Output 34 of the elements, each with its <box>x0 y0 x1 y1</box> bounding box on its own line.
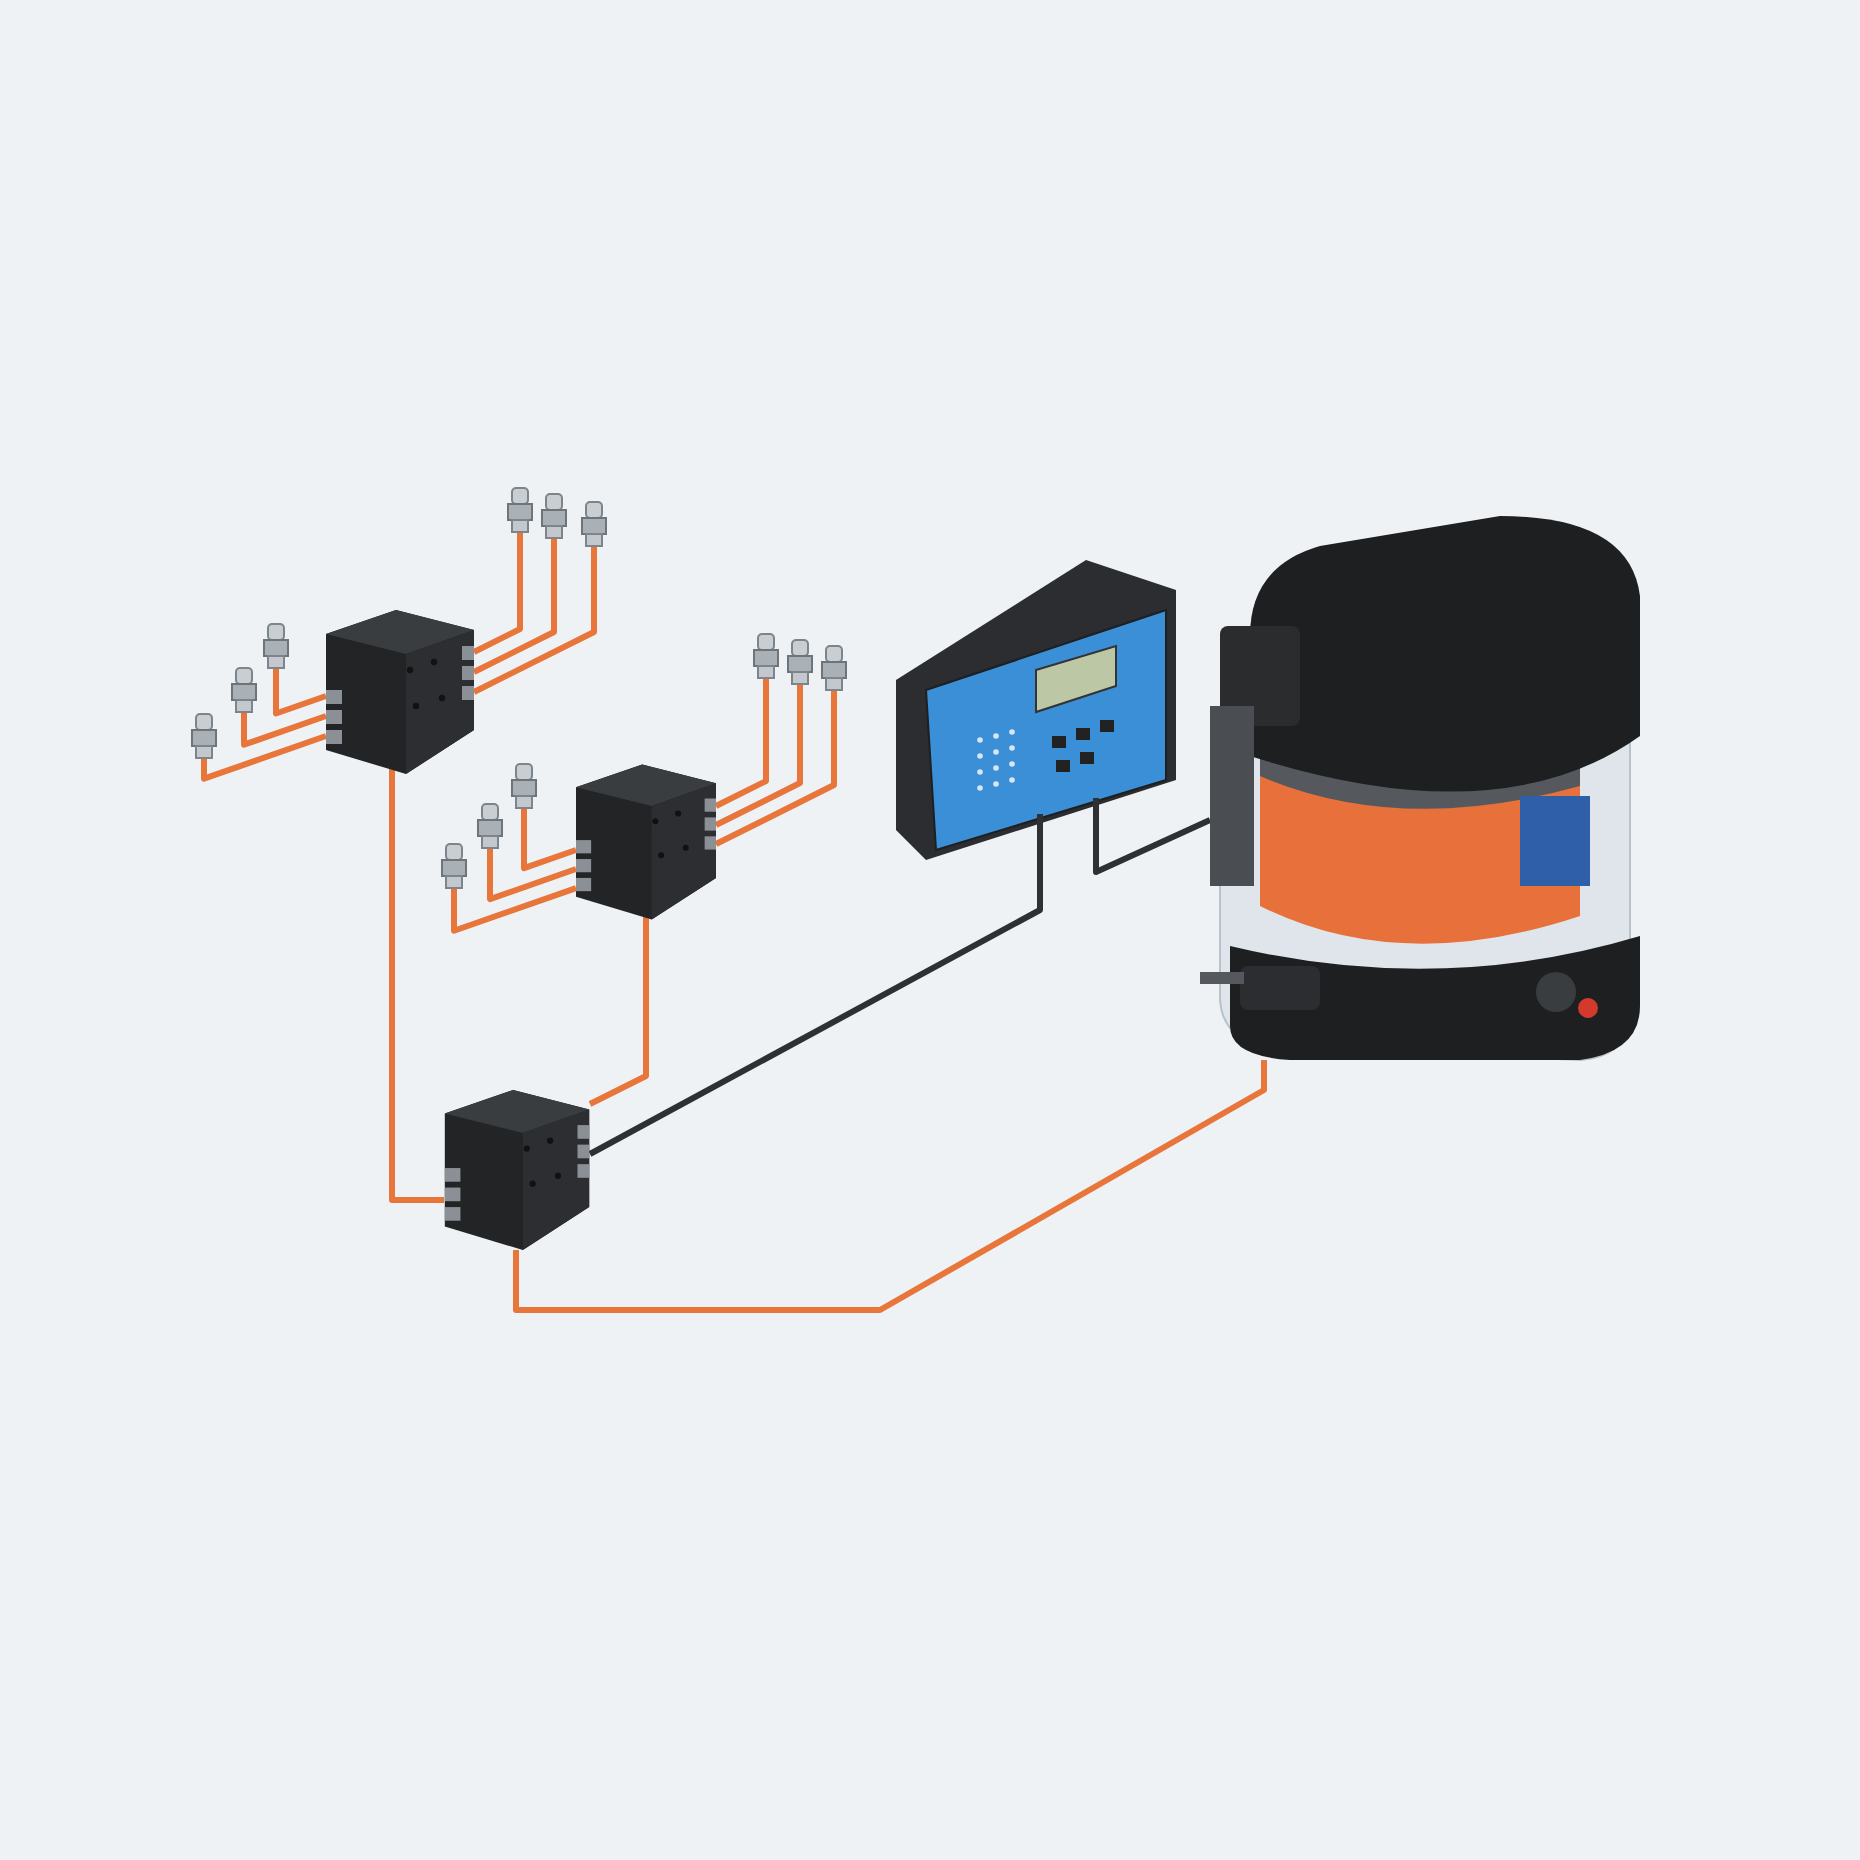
cable <box>1093 817 1212 875</box>
fitting-icon <box>230 668 258 712</box>
hose <box>273 668 327 717</box>
hose <box>472 546 597 695</box>
hose <box>487 848 577 903</box>
fitting-icon <box>506 488 534 532</box>
fitting-icon <box>510 764 538 808</box>
hose <box>451 885 577 934</box>
hose <box>389 768 444 1203</box>
hose <box>472 538 557 675</box>
hose <box>241 712 327 748</box>
hose <box>521 808 577 872</box>
fitting-icon <box>262 624 290 668</box>
hose <box>513 1060 1267 1313</box>
hose <box>714 678 769 809</box>
fitting-icon <box>540 494 568 538</box>
fitting-icon <box>580 502 608 546</box>
fitting-icon <box>440 844 468 888</box>
control-unit-drawing <box>896 560 1176 860</box>
distributor-block-drawing <box>444 1090 590 1250</box>
hose <box>714 690 837 847</box>
hose <box>472 532 523 655</box>
fitting-icon <box>786 640 814 684</box>
hose <box>588 914 649 1107</box>
lubrication-pump-drawing <box>1200 516 1644 1060</box>
fitting-icon <box>476 804 504 848</box>
hose <box>201 733 327 782</box>
fitting-icon <box>190 714 218 758</box>
distributor-block-drawing <box>576 764 716 920</box>
hose <box>714 684 803 828</box>
cable <box>588 860 1043 1157</box>
fitting-icon <box>820 646 848 690</box>
fitting-icon <box>752 634 780 678</box>
distributor-block-drawing <box>326 610 474 774</box>
